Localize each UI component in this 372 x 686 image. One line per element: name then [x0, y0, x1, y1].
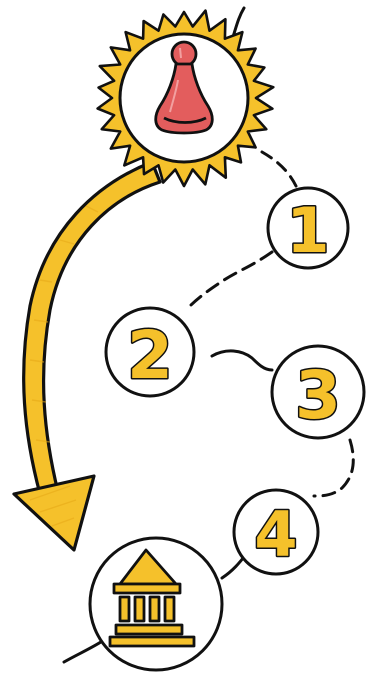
step-number: 2: [127, 317, 173, 394]
bank-step-upper: [116, 625, 182, 634]
step-node-2: 2: [106, 308, 194, 396]
start-node: [98, 11, 274, 186]
step-number: 1: [286, 194, 329, 267]
step-node-3: 3: [272, 346, 364, 438]
pawn-head: [172, 42, 196, 66]
bank-frieze: [114, 584, 180, 593]
connector-2-to-3: [212, 351, 272, 370]
bank-column: [165, 597, 174, 621]
step-node-4: 4: [234, 490, 318, 574]
step-number: 4: [254, 498, 297, 571]
arrow-head: [14, 476, 94, 550]
connector-1-to-2: [190, 252, 272, 306]
bank-step-lower: [110, 637, 194, 646]
connector-3-to-4: [314, 440, 353, 496]
step-node-1: 1: [268, 188, 348, 268]
goal-node: [90, 538, 222, 670]
bank-column: [120, 597, 129, 621]
step-number: 3: [295, 357, 341, 434]
connector-bottom-tail: [64, 640, 104, 662]
bank-column: [150, 597, 159, 621]
connector-start-to-1: [262, 152, 296, 186]
bank-column: [135, 597, 144, 621]
